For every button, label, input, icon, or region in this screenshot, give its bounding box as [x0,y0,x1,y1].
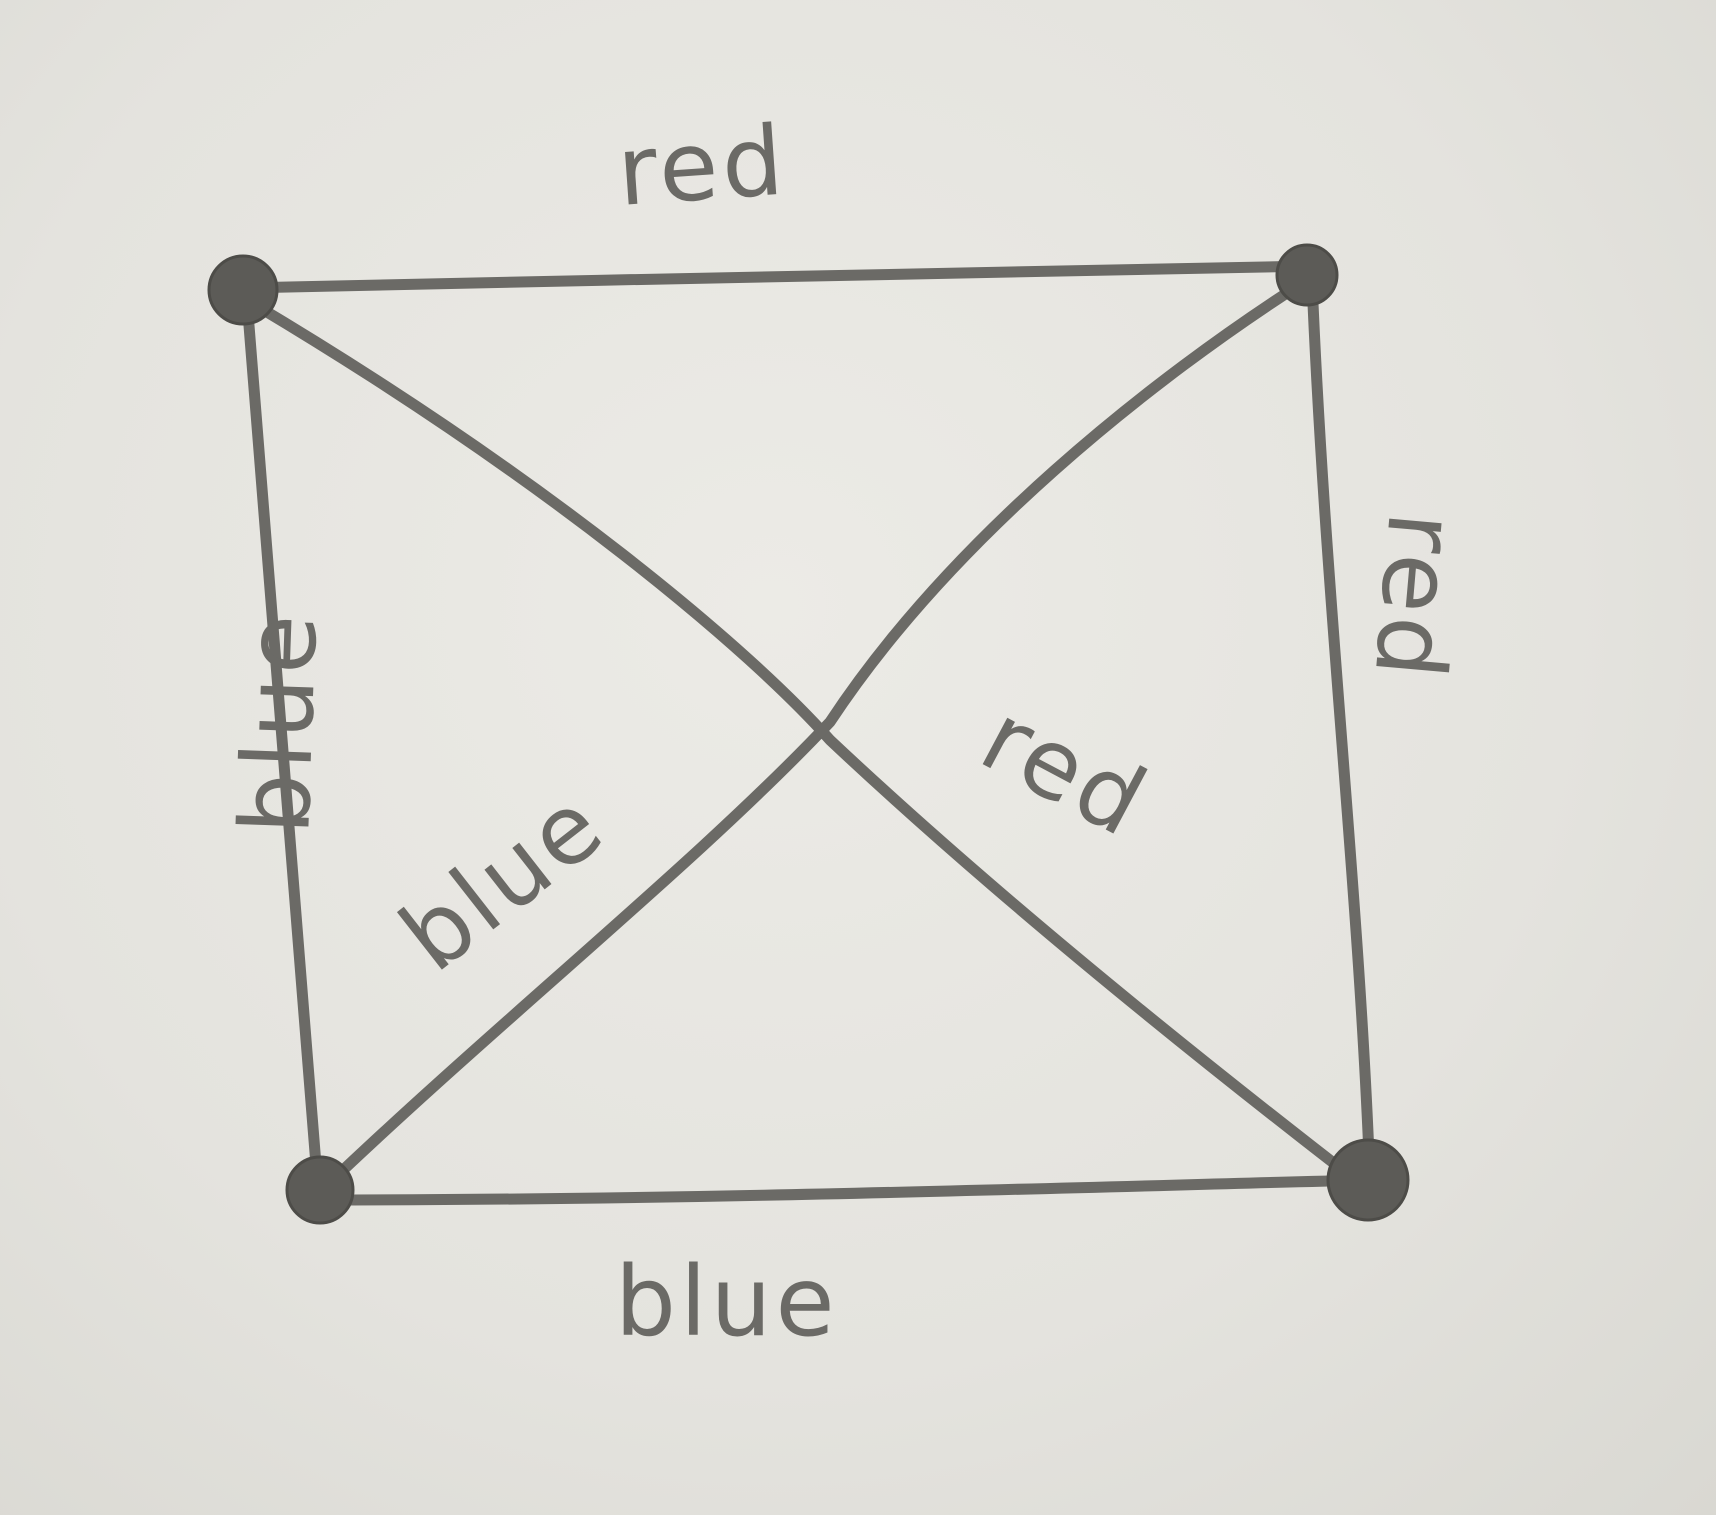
label-edge-right: red [1352,508,1478,686]
vertex-bottom-left [285,1155,355,1225]
label-edge-left: blue [219,609,339,836]
edge-top [236,260,1318,294]
vertex-bottom-right [1326,1138,1410,1222]
vertex-top-right [1275,243,1339,307]
edge-left [241,294,324,1196]
edge-right [1306,274,1376,1188]
label-edge-diagonal-main: red [964,681,1166,859]
edge-diagonal-main [241,294,1368,1191]
label-edge-top: red [614,104,791,228]
edge-bottom [316,1174,1374,1206]
vertex-top-left [207,254,279,326]
edge-diagonal-anti [316,274,1313,1196]
label-edge-bottom: blue [615,1246,839,1358]
label-edge-diagonal-anti: blue [380,767,625,993]
